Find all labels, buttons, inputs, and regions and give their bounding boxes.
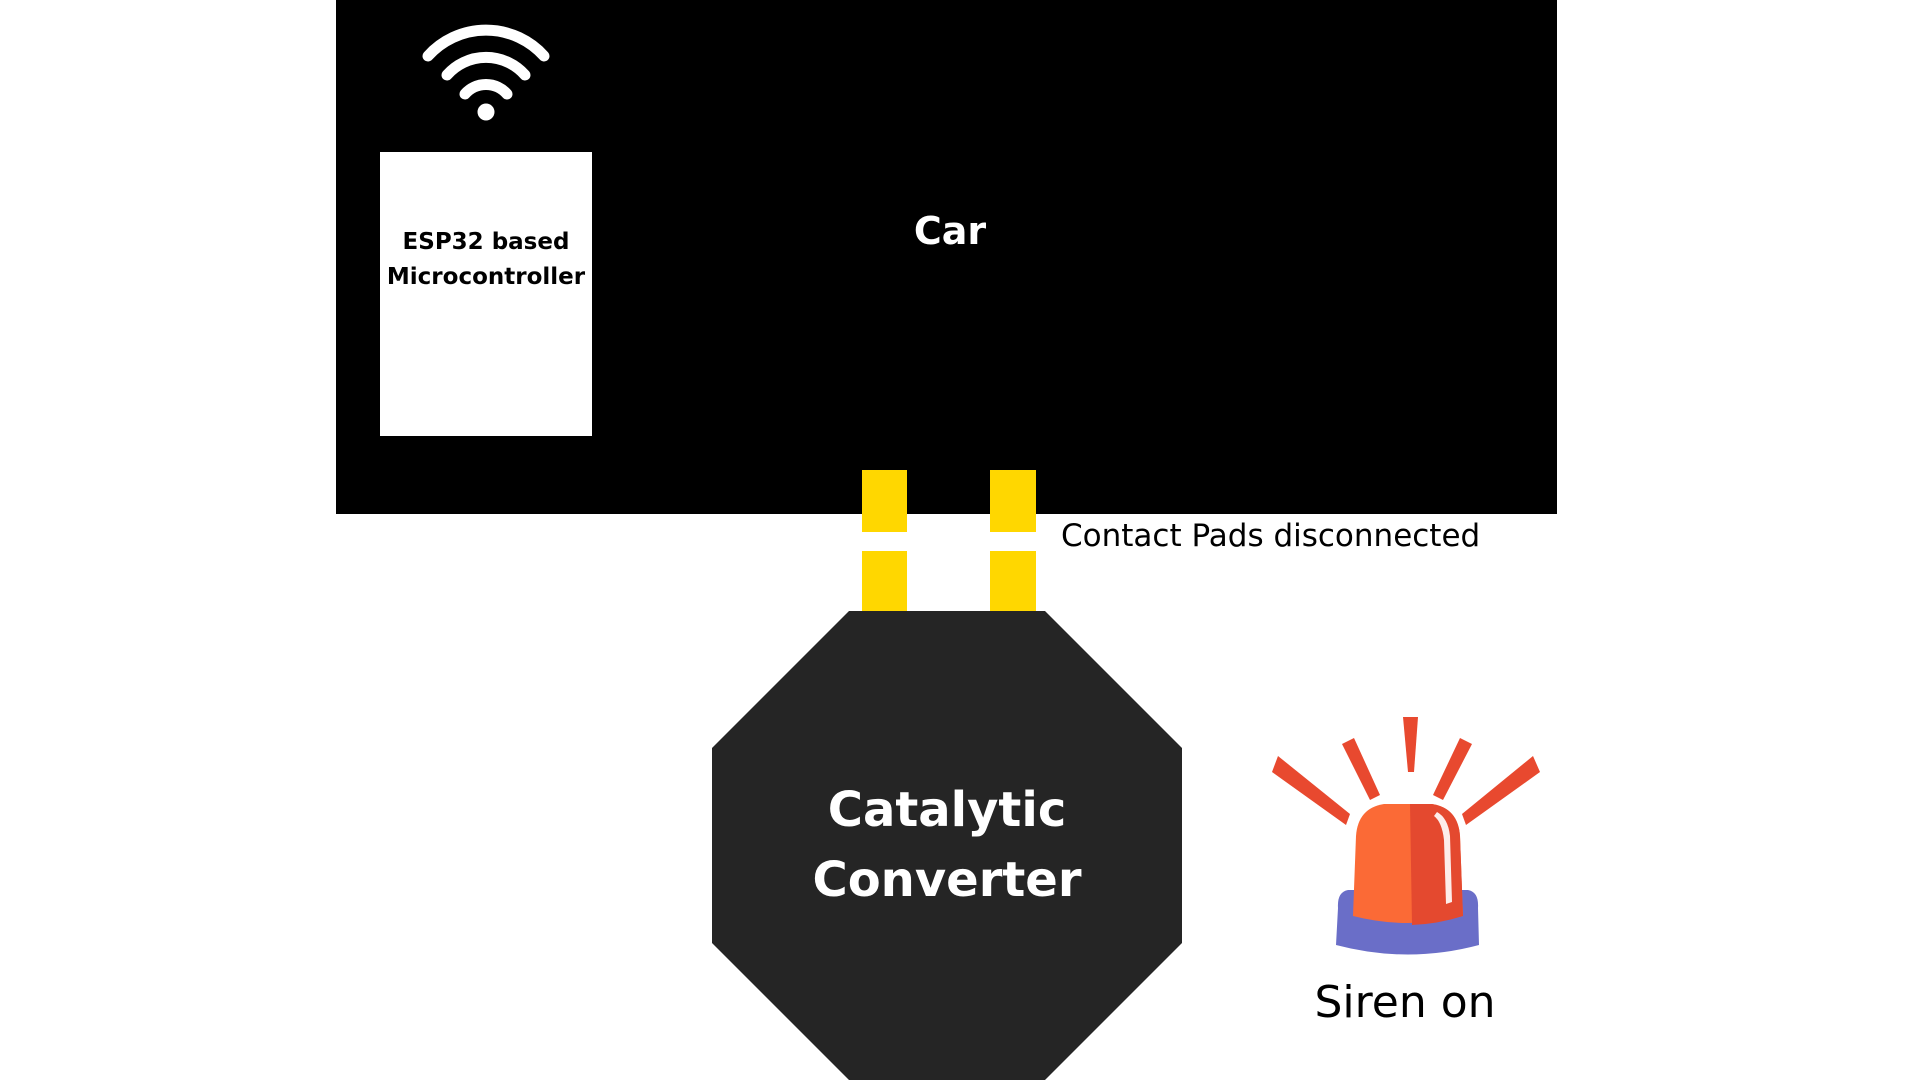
wifi-icon bbox=[422, 24, 550, 121]
contact-pad-converter-right bbox=[990, 551, 1036, 615]
catalytic-converter-label-line1: Catalytic bbox=[827, 782, 1067, 838]
siren-label: Siren on bbox=[1314, 977, 1496, 1028]
catalytic-converter-shape bbox=[712, 611, 1182, 1080]
microcontroller-box: ESP32 based Microcontroller bbox=[380, 152, 592, 436]
microcontroller-label-line1: ESP32 based bbox=[402, 229, 570, 255]
catalytic-converter-label: Catalytic Converter bbox=[712, 775, 1182, 915]
contact-pads-label: Contact Pads disconnected bbox=[1061, 518, 1481, 554]
contact-pad-converter-left bbox=[862, 551, 907, 615]
car-label: Car bbox=[913, 209, 987, 253]
contact-pad-car-right bbox=[990, 470, 1036, 532]
microcontroller-label-line2: Microcontroller bbox=[386, 264, 586, 290]
contact-pad-car-left bbox=[862, 470, 907, 532]
catalytic-converter-label-line2: Converter bbox=[812, 852, 1082, 908]
siren-icon bbox=[1272, 717, 1540, 955]
